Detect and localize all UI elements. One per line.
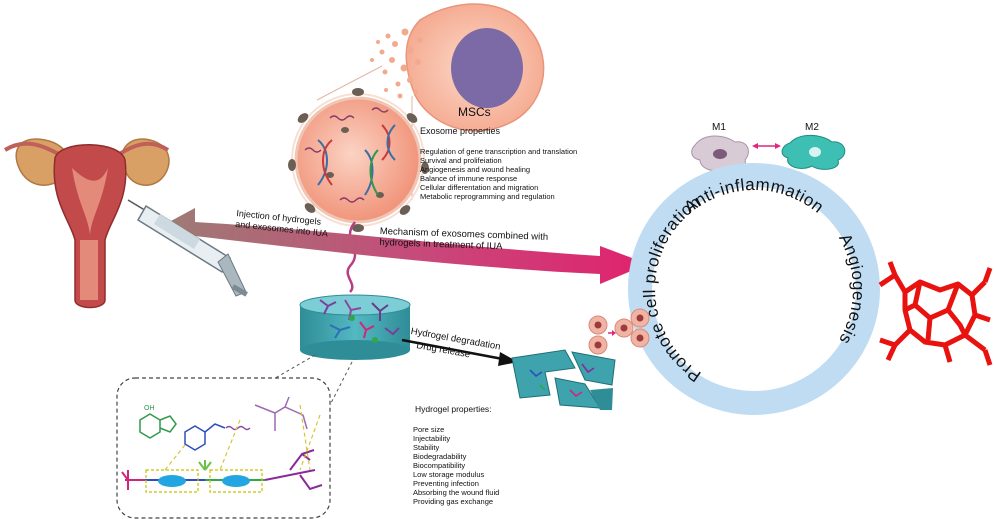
exosome-property: Metabolic reprogramming and regulation xyxy=(420,192,555,201)
msc-cell xyxy=(370,3,545,132)
degraded-hydrogel xyxy=(511,349,616,410)
exosome-property: Balance of immune response xyxy=(420,174,518,183)
hydrogel-properties-list: Pore size Injectability Stability Biodeg… xyxy=(413,425,499,506)
hydrogel-property: Biocompatibility xyxy=(413,461,466,470)
hydrogel-properties-heading: Hydrogel properties: xyxy=(415,404,492,414)
macrophage-m2 xyxy=(781,134,846,170)
hydrogel-property: Absorbing the wound fluid xyxy=(413,488,500,497)
proliferating-cells xyxy=(588,308,650,355)
hydrogel-property: Preventing infection xyxy=(413,479,479,488)
hydrogel-cylinder xyxy=(299,294,411,360)
exosome-to-hydrogel-link xyxy=(346,221,357,293)
mechanism-arrow xyxy=(158,208,648,284)
exosome-property: Angiogenesis and wound healing xyxy=(420,165,531,174)
exosome-property: Survival and prolifeiation xyxy=(420,156,502,165)
dna-helix-icon xyxy=(317,124,396,196)
effects-ring xyxy=(628,163,880,415)
exosome-properties-list: Regulation of gene transcription and tra… xyxy=(420,147,577,201)
exosome xyxy=(288,88,429,232)
hydrogel-property: Stability xyxy=(413,443,440,452)
msc-nucleus xyxy=(451,28,523,108)
exosome-properties-heading: Exosome properties xyxy=(420,126,501,136)
exosome-property: Regulation of gene transcription and tra… xyxy=(420,147,578,156)
hydrogel-property: Biodegradability xyxy=(413,452,467,461)
hydrogel-property: Injectability xyxy=(413,434,451,443)
exosome-property: Cellular differentation and migration xyxy=(420,183,539,192)
hydrogel-property: Low storage modulus xyxy=(413,470,485,479)
m1-label: M1 xyxy=(712,122,726,133)
m2-label: M2 xyxy=(805,122,819,133)
uterus-illustration xyxy=(3,138,170,309)
hydrogel-property: Providing gas exchange xyxy=(413,497,494,506)
polarization-arrow xyxy=(752,143,781,149)
svg-text:OH: OH xyxy=(144,405,155,412)
msc-title: MSCs xyxy=(458,105,491,119)
syringe-icon xyxy=(127,199,248,297)
blood-vessel-network-icon xyxy=(878,261,993,366)
molecular-structure-inset: OH xyxy=(116,377,331,519)
exosome-release-dots xyxy=(370,28,423,99)
hydrogel-property: Pore size xyxy=(413,425,445,434)
